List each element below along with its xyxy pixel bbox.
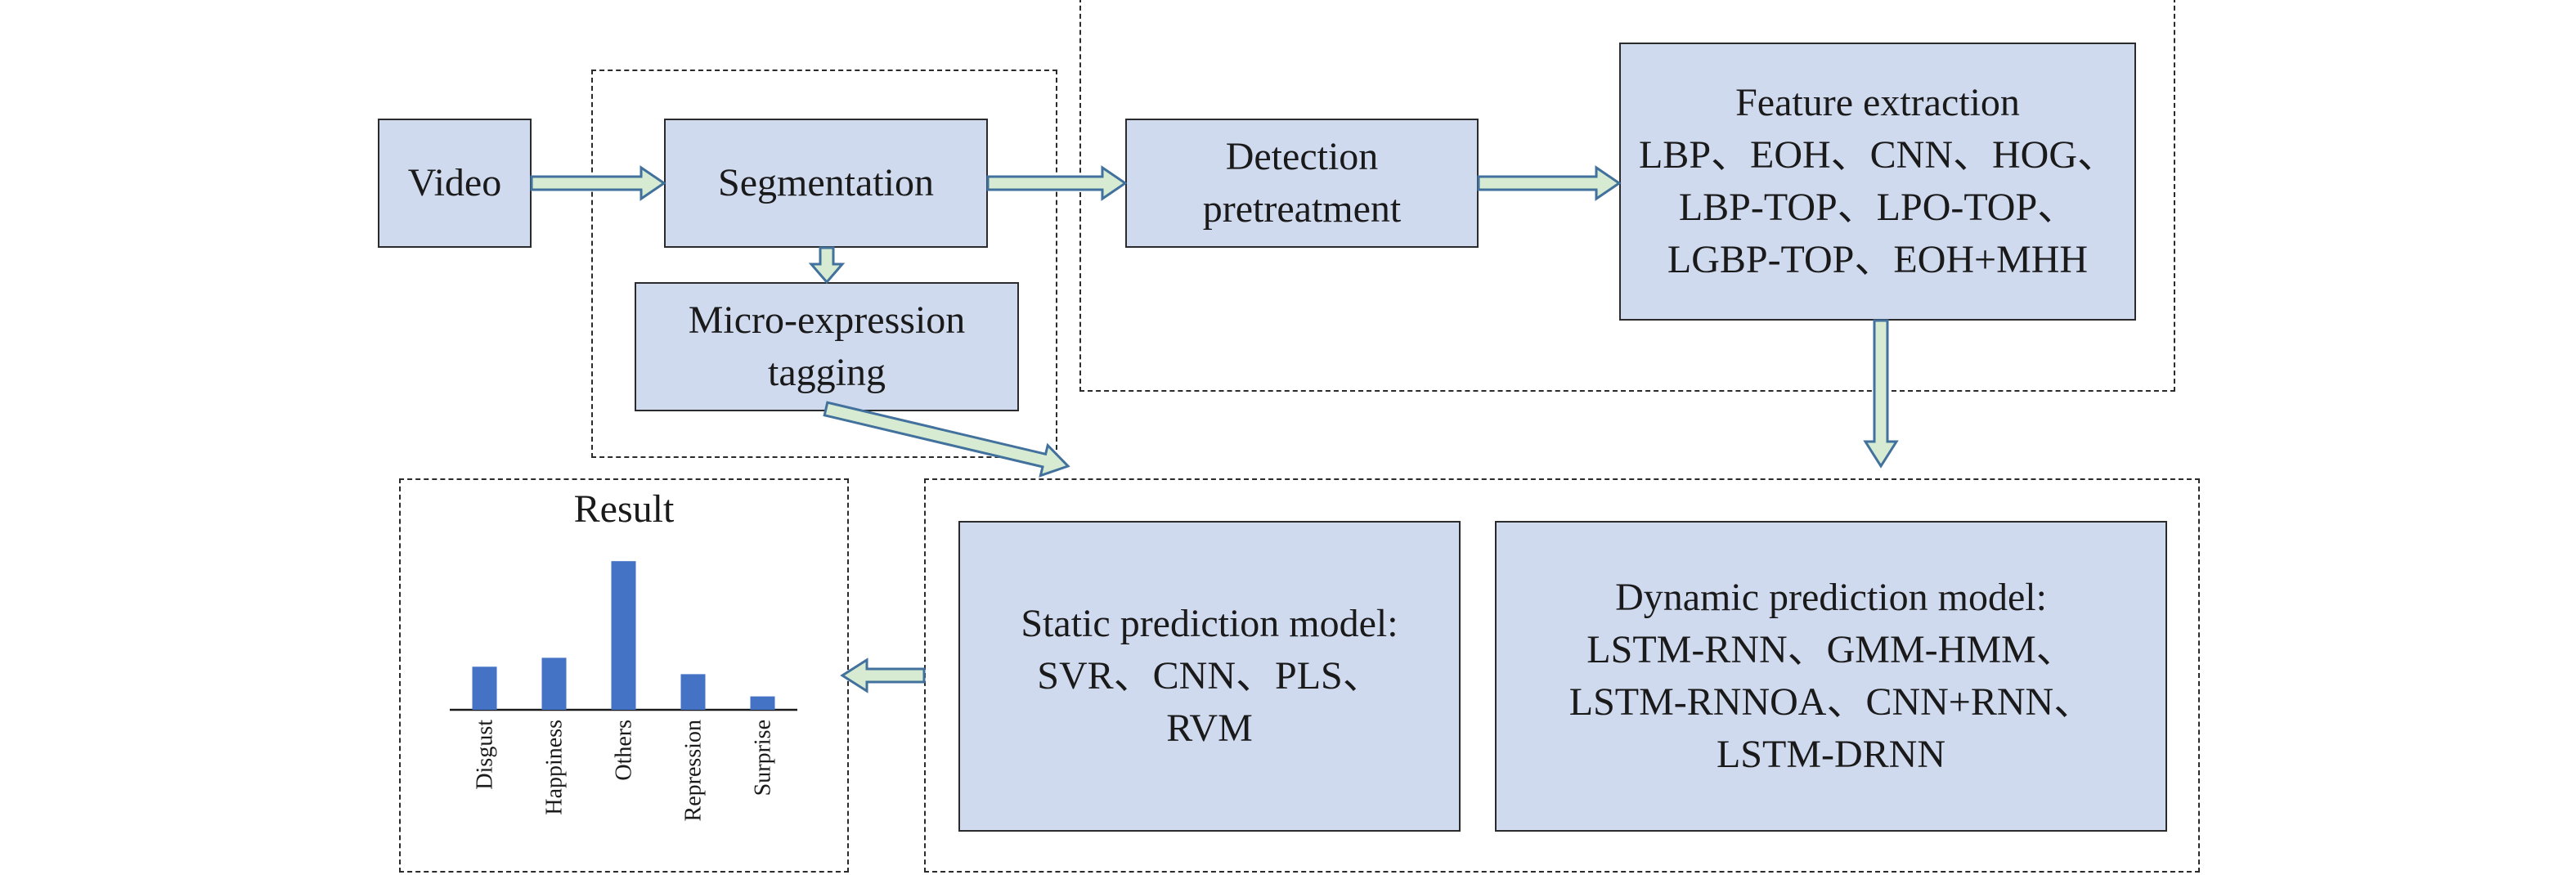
feature-label-line-3: LGBP-TOP、EOH+MHH — [1667, 238, 2089, 281]
segmentation-node: Segmentation — [664, 119, 988, 248]
detection-node: Detection pretreatment — [1125, 119, 1479, 248]
static-model-title: Static prediction model: — [1021, 602, 1398, 645]
result-tick-label-happiness: Happiness — [542, 720, 568, 815]
arrow-tagging-to-models — [823, 401, 1070, 478]
segmentation-label: Segmentation — [718, 161, 934, 204]
detection-label-line-1: Detection — [1225, 135, 1379, 178]
arrow-video-to-segmentation — [530, 165, 666, 201]
tagging-label-line-2: tagging — [768, 351, 886, 394]
dynamic-model-node: Dynamic prediction model: LSTM-RNN、GMM-H… — [1495, 521, 2167, 832]
feature-label-line-1: LBP、EOH、CNN、HOG、 — [1638, 133, 2117, 177]
tagging-label-line-1: Micro-expression — [688, 298, 966, 342]
flow-arrows — [530, 165, 1899, 693]
arrow-segmentation-to-detection — [986, 165, 1128, 201]
feature-label-title: Feature extraction — [1735, 81, 2020, 124]
result-bar-others — [611, 561, 636, 710]
dynamic-model-line-1: LSTM-RNN、GMM-HMM、 — [1586, 628, 2076, 671]
result-tick-label-disgust: Disgust — [473, 720, 498, 790]
result-tick-label-repression: Repression — [681, 720, 707, 821]
result-bar-chart: Disgust Happiness Others Repression Surprise — [450, 561, 797, 821]
arrow-detection-to-feature — [1477, 165, 1622, 201]
result-bar-surprise — [750, 696, 775, 710]
static-model-node: Static prediction model: SVR、CNN、PLS、 RV… — [958, 521, 1461, 832]
result-title: Result — [573, 487, 675, 531]
result-bar-happiness — [541, 657, 567, 710]
dynamic-model-line-2: LSTM-RNNOA、CNN+RNN、 — [1568, 680, 2094, 724]
arrow-models-to-result — [840, 657, 926, 693]
static-model-line-1: SVR、CNN、PLS、 — [1037, 654, 1382, 698]
dynamic-model-line-3: LSTM-DRNN — [1716, 733, 1945, 776]
feature-group-frame — [1079, 0, 2175, 392]
segmentation-group-frame — [591, 70, 1057, 458]
arrow-feature-to-models — [1863, 319, 1899, 469]
dynamic-model-title: Dynamic prediction model: — [1615, 576, 2047, 619]
result-bar-repression — [680, 674, 706, 710]
result-tick-label-surprise: Surprise — [751, 720, 776, 796]
detection-label-line-2: pretreatment — [1202, 187, 1402, 231]
static-model-line-2: RVM — [1166, 707, 1253, 750]
video-node: Video — [378, 119, 532, 248]
feature-extraction-node: Feature extraction LBP、EOH、CNN、HOG、 LBP-… — [1619, 43, 2136, 321]
video-label: Video — [407, 161, 502, 204]
result-tick-label-others: Others — [612, 720, 637, 781]
feature-label-line-2: LBP-TOP、LPO-TOP、 — [1678, 186, 2077, 229]
arrow-segmentation-to-tagging — [808, 246, 846, 285]
result-bar-disgust — [472, 666, 497, 710]
